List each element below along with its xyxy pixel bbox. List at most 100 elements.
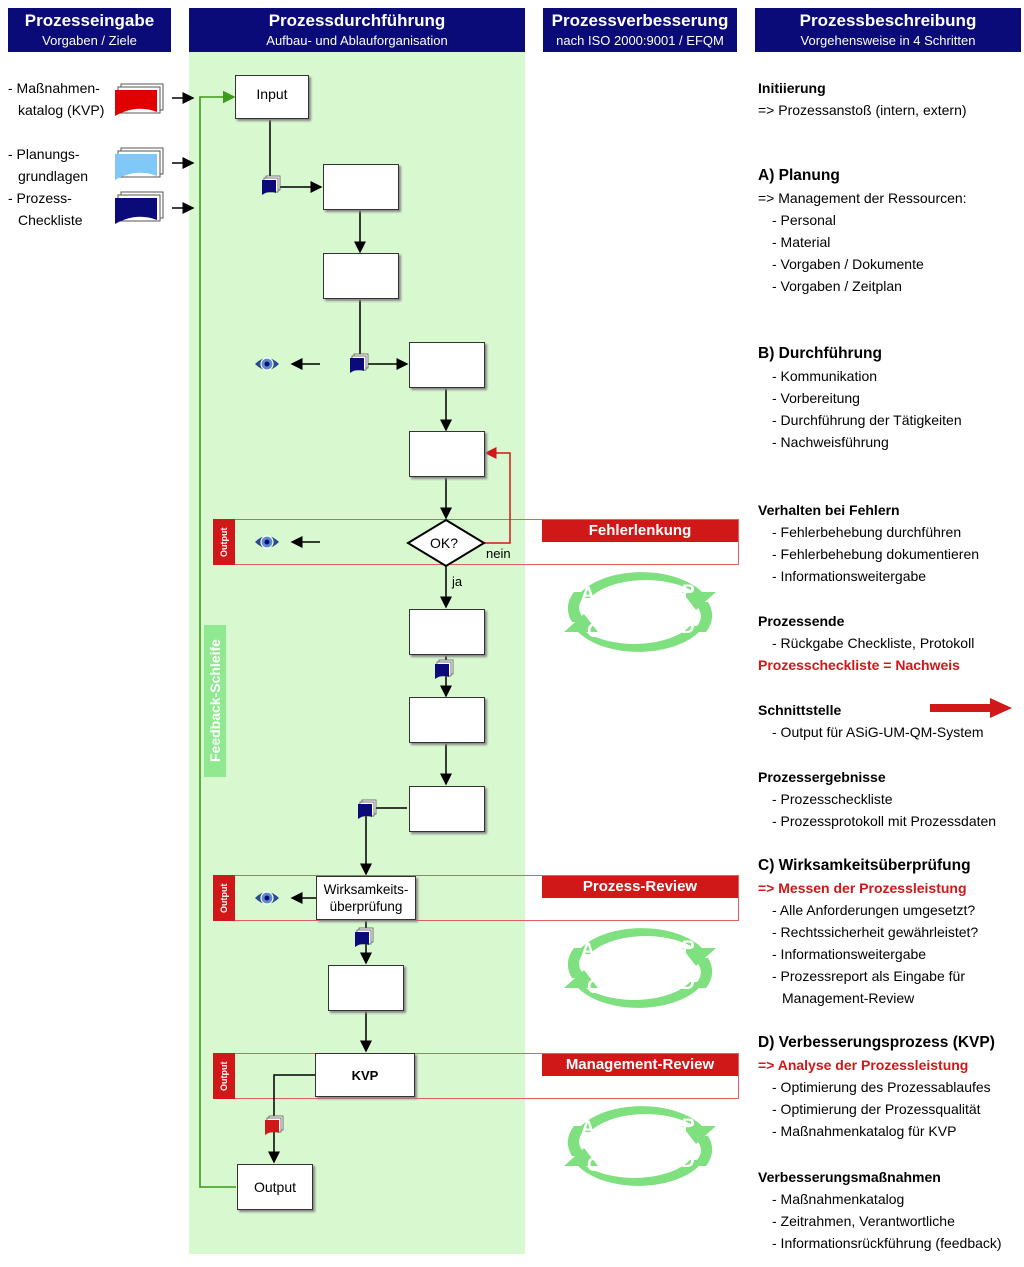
header-prozessbeschreibung: Prozessbeschreibung Vorgehensweise in 4 … (755, 8, 1021, 52)
description-line: - Fehlerbehebung durchführen (772, 524, 962, 540)
section-title: Verbesserungsmaßnahmen (758, 1169, 941, 1185)
description-line: - Personal (772, 212, 836, 228)
pdca-p: P (682, 582, 695, 603)
description-line: => Prozessanstoß (intern, extern) (758, 102, 967, 118)
description-line: - Output für ASiG-UM-QM-System (772, 724, 984, 740)
pdca-c: C (587, 621, 601, 642)
section-wirksamkeit: C) Wirksamkeitsüberprüfung => Messen der… (758, 855, 978, 1009)
section-kvp: D) Verbesserungsprozess (KVP) => Analyse… (758, 1032, 995, 1142)
decision-label: OK? (430, 535, 459, 551)
section-initiierung: Initiierung => Prozessanstoß (intern, ex… (758, 77, 967, 121)
description-line: - Rückgabe Checkliste, Protokoll (772, 635, 975, 651)
description-line: - Vorgaben / Dokumente (772, 256, 924, 272)
eye-icon (254, 891, 280, 905)
wirksamkeit-label-2: überprüfung (329, 899, 403, 914)
input-label-checkliste: - Prozess- Checkliste (8, 187, 83, 231)
header-subtitle: nach ISO 2000:9001 / EFQM (556, 33, 724, 48)
document-icon (354, 927, 374, 948)
process-step-box (409, 342, 485, 388)
header-prozessverbesserung: Prozessverbesserung nach ISO 2000:9001 /… (543, 8, 737, 52)
section-prozessende: Prozessende - Rückgabe Checkliste, Proto… (758, 610, 974, 676)
process-step-box (409, 609, 485, 655)
wirksamkeit-label-1: Wirksamkeits- (323, 882, 409, 897)
description-line: - Durchführung der Tätigkeiten (772, 412, 962, 428)
description-line: - Informationsweitergabe (772, 568, 927, 584)
pdca-p: P (682, 938, 695, 959)
description-highlight: Prozesscheckliste = Nachweis (758, 657, 960, 673)
input-box: Input (235, 75, 309, 119)
pdca-a: A (581, 584, 595, 605)
eye-icon (254, 535, 280, 549)
description-line: - Optimierung des Prozessablaufes (772, 1079, 991, 1095)
description-line: Management-Review (782, 990, 915, 1006)
description-line: - Prozessreport als Eingabe für (772, 968, 965, 984)
header-subtitle: Vorgehensweise in 4 Schritten (800, 33, 976, 48)
document-icon (434, 659, 454, 680)
input-label-line: katalog (KVP) (18, 102, 105, 118)
header-title: Prozessdurchführung (268, 11, 446, 30)
header-prozessdurchfuehrung: Prozessdurchführung Aufbau- und Ablaufor… (189, 8, 525, 52)
document-icon-checkliste (115, 191, 164, 224)
description-line: - Fehlerbehebung dokumentieren (772, 546, 980, 562)
description-line: - Optimierung der Prozessqualität (772, 1101, 981, 1117)
pdca-cycle-icon (564, 572, 716, 652)
process-step-box (323, 164, 399, 210)
pdca-cycle-icon (564, 928, 716, 1008)
input-label-line: - Planungs- (8, 146, 80, 162)
management-review-label: Management-Review (542, 1054, 738, 1076)
input-label-planungsgrundlagen: - Planungs- grundlagen (8, 143, 88, 187)
input-box-label: Input (256, 86, 288, 102)
input-label-line: - Prozess- (8, 190, 72, 206)
description-highlight: => Messen der Prozessleistung (758, 880, 967, 896)
section-planung: A) Planung => Management der Ressourcen:… (758, 165, 967, 297)
pdca-a: A (581, 940, 595, 961)
process-step-box (328, 965, 404, 1011)
header-title: Prozesseingabe (24, 11, 155, 30)
pdca-d: D (681, 617, 695, 638)
output-box-label: Output (253, 1179, 297, 1195)
header-prozesseingabe: Prozesseingabe Vorgaben / Ziele (8, 8, 171, 52)
description-line: - Vorgaben / Zeitplan (772, 278, 902, 294)
input-label-line: - Maßnahmen- (8, 80, 100, 96)
section-title: B) Durchführung (758, 345, 882, 362)
header-subtitle: Vorgaben / Ziele (42, 33, 137, 48)
section-fehler: Verhalten bei Fehlern - Fehlerbehebung d… (758, 499, 979, 587)
fehlerlenkung-label: Fehlerlenkung (542, 520, 738, 542)
description-line: - Kommunikation (772, 368, 878, 384)
section-title: Schnittstelle (758, 702, 842, 718)
document-icon-massnahmenkatalog (115, 83, 164, 116)
document-icon (349, 353, 369, 374)
section-verbesserungsmassnahmen: Verbesserungsmaßnahmen - Maßnahmenkatalo… (758, 1166, 1002, 1254)
decision-diamond (406, 518, 486, 568)
section-title: Prozessende (758, 613, 845, 629)
section-durchfuehrung: B) Durchführung - Kommunikation - Vorber… (758, 343, 962, 453)
section-title: Verhalten bei Fehlern (758, 502, 900, 518)
process-step-box (409, 431, 485, 477)
document-icon (357, 799, 377, 820)
pdca-c: C (587, 1155, 601, 1176)
pdca-c: C (587, 977, 601, 998)
header-title: Prozessbeschreibung (799, 11, 977, 30)
description-line: - Alle Anforderungen umgesetzt? (772, 902, 976, 918)
section-ergebnisse: Prozessergebnisse - Prozesscheckliste - … (758, 766, 996, 832)
description-highlight: => Analyse der Prozessleistung (758, 1057, 969, 1073)
description-line: - Nachweisführung (772, 434, 889, 450)
description-line: - Material (772, 234, 831, 250)
section-title: Initiierung (758, 80, 826, 96)
wirksamkeit-box: Wirksamkeits- überprüfung (316, 876, 416, 920)
description-line: - Vorbereitung (772, 390, 860, 406)
document-icon (264, 1115, 284, 1136)
input-label-line: grundlagen (18, 168, 89, 184)
process-step-box (409, 786, 485, 832)
section-title: Prozessergebnisse (758, 769, 886, 785)
description-line: - Informationsrückführung (feedback) (772, 1235, 1002, 1251)
document-icon-planungsgrundlagen (115, 147, 164, 180)
pdca-cycle-icon (564, 1106, 716, 1186)
description-line: - Rechtssicherheit gewährleistet? (772, 924, 979, 940)
kvp-box: KVP (315, 1053, 415, 1097)
input-label-line: Checkliste (18, 212, 83, 228)
header-title: Prozessverbesserung (551, 11, 729, 30)
process-step-box (409, 697, 485, 743)
description-line: - Prozesscheckliste (772, 791, 893, 807)
pdca-d: D (681, 973, 695, 994)
